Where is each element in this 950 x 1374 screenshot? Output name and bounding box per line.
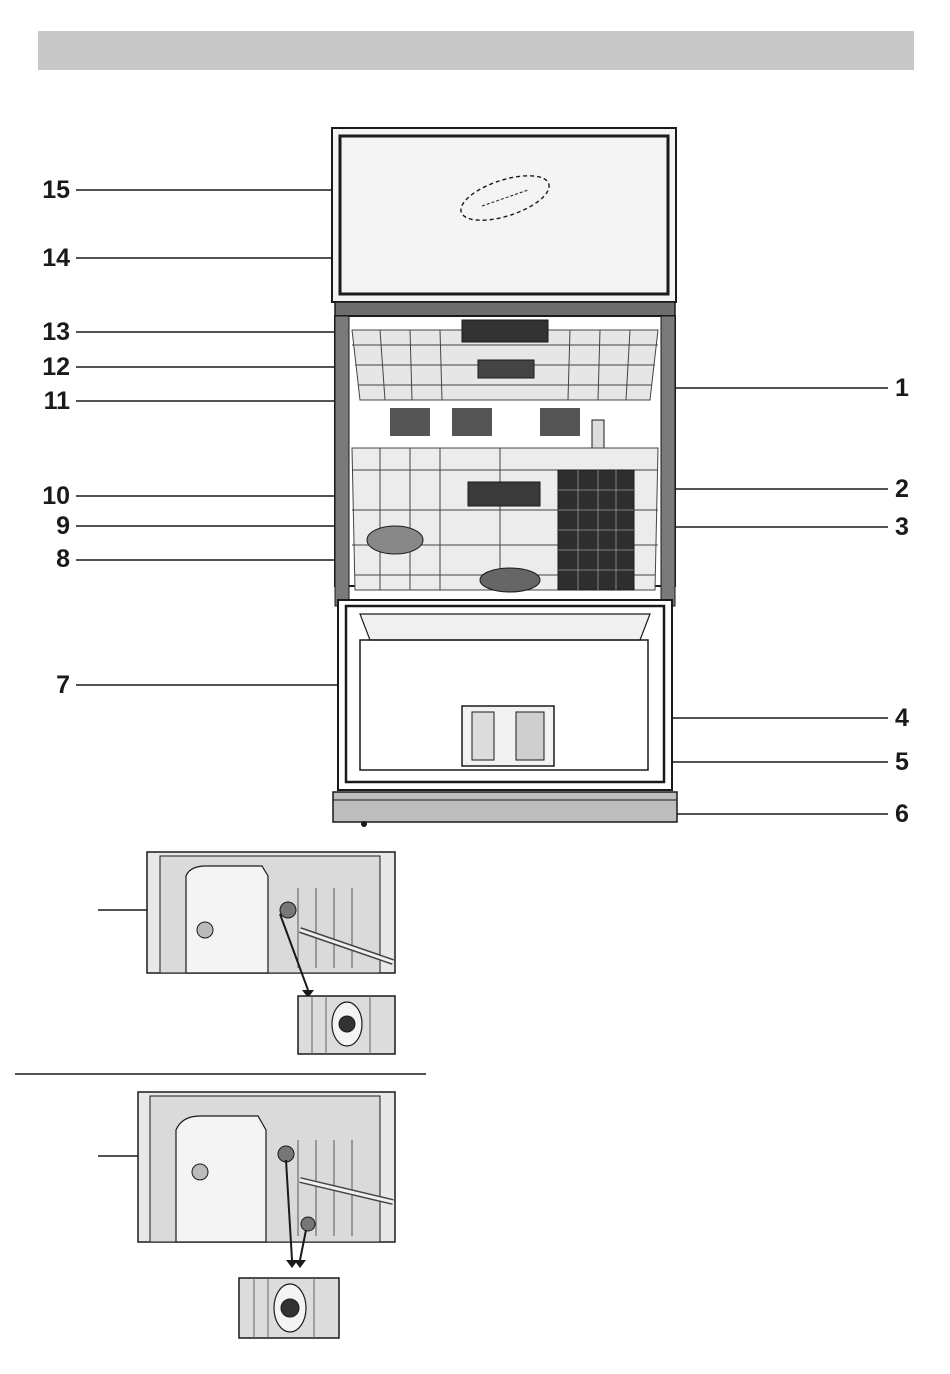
- filter-detail-1: [98, 852, 395, 1054]
- filter-detail-2: [98, 1092, 395, 1338]
- dishwasher-illustration: [332, 128, 677, 827]
